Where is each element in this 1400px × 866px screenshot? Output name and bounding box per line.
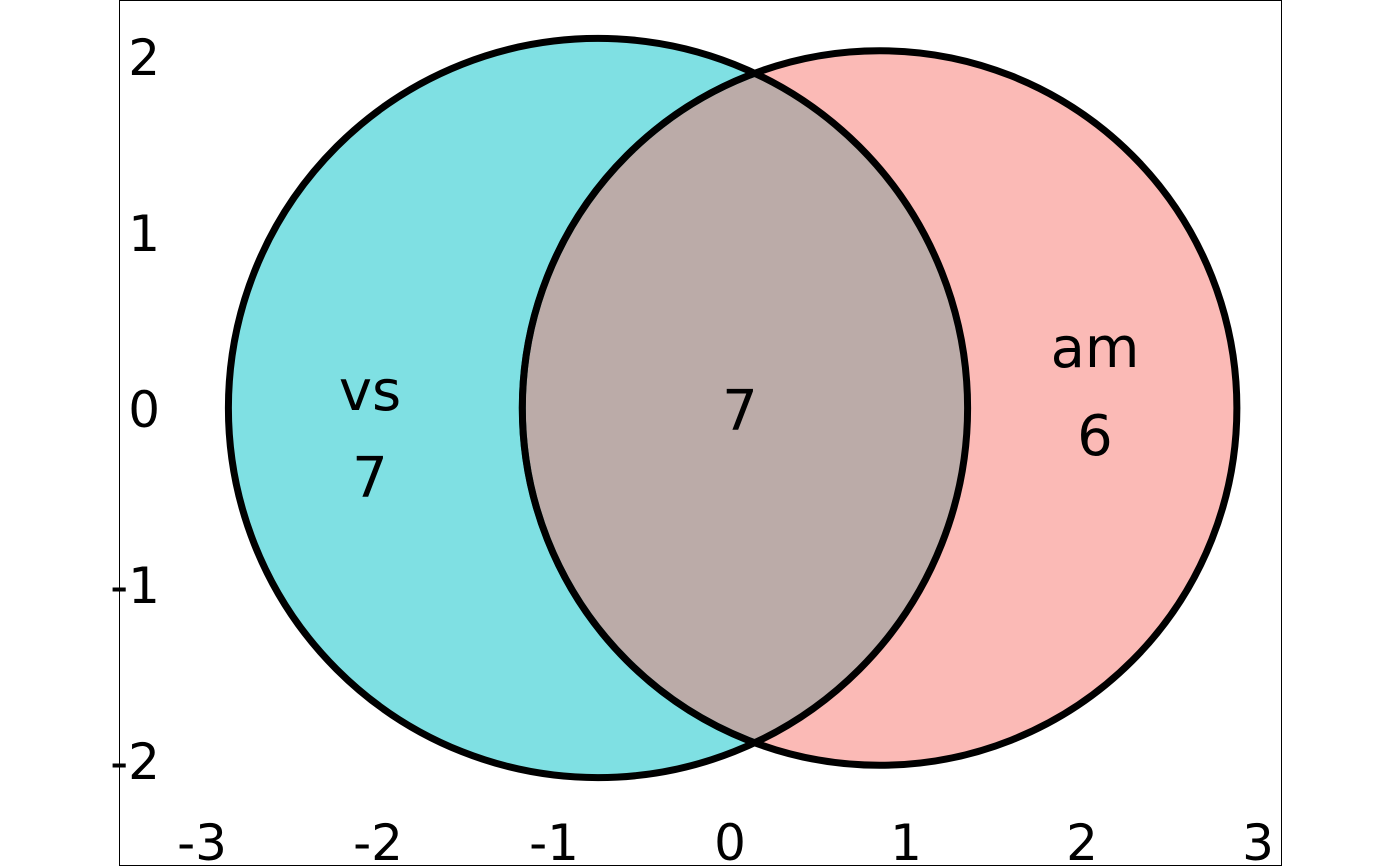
x-tick-label: -1 [529,814,579,866]
x-tick-label: 3 [1242,814,1274,866]
x-tick-label: 0 [714,814,746,866]
y-tick-label: 0 [128,381,160,439]
y-tick-label: -1 [110,557,160,615]
set-am-only-count: 6 [1077,404,1113,469]
x-tick-label: 2 [1066,814,1098,866]
y-tick-label: -2 [110,733,160,791]
x-tick-label: -3 [177,814,227,866]
set-vs-only-count: 7 [352,446,388,511]
set-am-fill [522,50,1237,766]
set-vs-outline [224,34,972,782]
y-axis-tick-labels: 2 1 0 -1 -2 [110,29,160,791]
set-am-name-label: am [1051,316,1140,381]
intersection-count: 7 [722,379,758,444]
set-vs-name-label: vs [339,359,401,424]
x-tick-label: -2 [353,814,403,866]
x-tick-label: 1 [890,814,922,866]
y-tick-label: 2 [128,29,160,87]
y-tick-label: 1 [128,205,160,263]
set-am-outline [518,47,1241,769]
x-axis-tick-labels: -3 -2 -1 0 1 2 3 [177,814,1274,866]
